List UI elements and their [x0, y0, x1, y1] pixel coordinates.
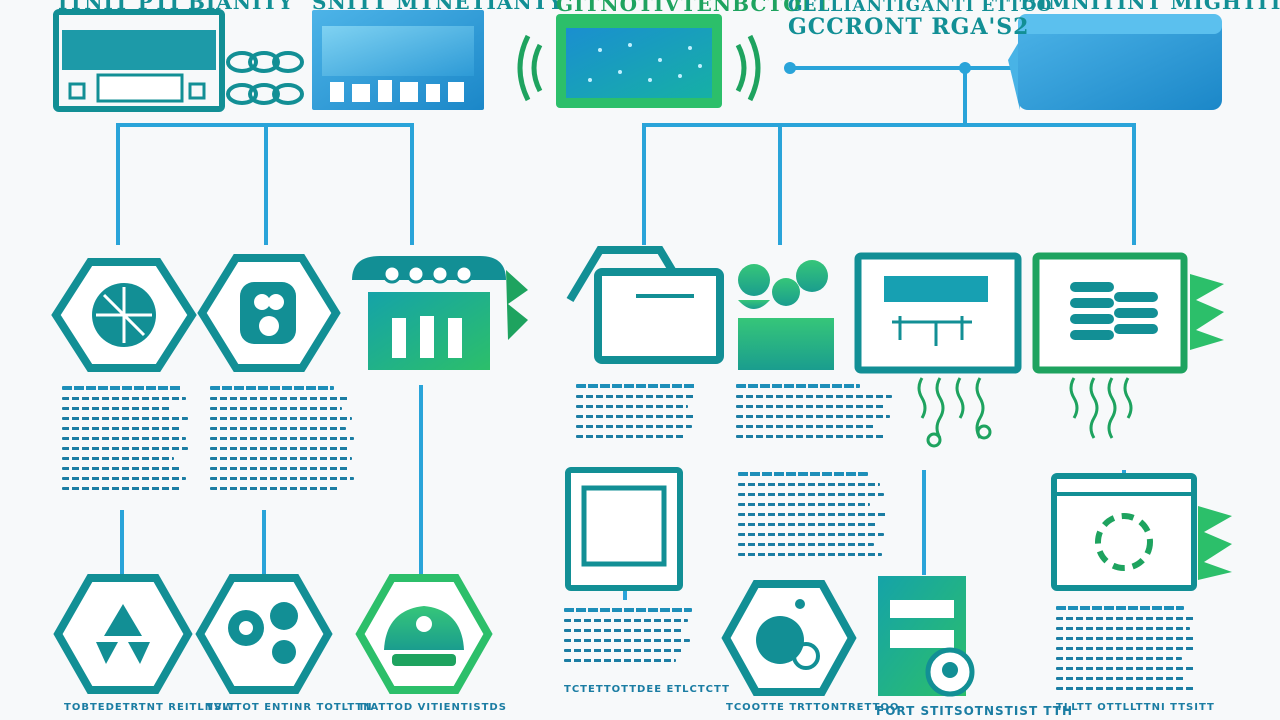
caption-label: TCTETTOTTDEE ETLCTCTT: [564, 684, 730, 695]
hexagon-car-icon: [355, 574, 493, 694]
circuit-monitor-icon: [854, 252, 1022, 448]
link-chain-icon: [226, 51, 304, 105]
section-title: SNITT MTNETIANTY: [312, 0, 564, 14]
server-rack-icon: [878, 576, 975, 697]
text-block: [564, 608, 694, 669]
browser-window-icon: [312, 10, 484, 110]
caption-label: TLLTT OTTLLTTNI TTSITT: [1056, 702, 1215, 713]
machine-block-icon: [352, 256, 528, 370]
hexagon-triangle-icon: [53, 574, 193, 694]
connector-node: [959, 62, 971, 74]
recycle-window-icon: [1051, 473, 1232, 591]
text-block: [210, 386, 356, 497]
connector-lines: [116, 66, 1136, 600]
monitor-icon: [565, 467, 683, 591]
window-panel-icon: [53, 9, 225, 112]
caption-label: TVWTOT ENTINR TOTLTTN: [206, 702, 373, 713]
text-block: [738, 472, 888, 563]
section-title: BIMNITINT MIGHTITT: [1020, 0, 1280, 14]
caption-label: TCOOTTE TRTTONTRETTOO: [726, 702, 900, 713]
caption-label: TOBTEDETRTNT REITLNSLT: [64, 702, 236, 713]
section-title: ITNIT PTI BIANITY: [58, 0, 294, 14]
section-title: GELLIANTIGANTI ETTCO: [788, 0, 1053, 16]
caption-label: FORT STITSOTNSTIST TTH: [876, 704, 1074, 718]
users-group-icon: [738, 260, 834, 370]
server-cylinder-icon: [1008, 14, 1222, 110]
section-title: GCCRONT RGA'S2: [788, 14, 1030, 40]
caption-label: TIATTOD VITIENTISTDS: [358, 702, 507, 713]
text-block: [736, 384, 896, 445]
section-title: GITNOTIVTENBCTOLT: [556, 0, 831, 16]
hexagon-character-icon: [197, 254, 341, 372]
folder-window-icon: [566, 246, 724, 364]
text-block: [1056, 606, 1198, 697]
hexagon-cogs-icon: [195, 574, 333, 694]
text-block: [576, 384, 700, 445]
hexagon-globe-icon: [721, 580, 857, 696]
wireless-screen-icon: [517, 14, 761, 108]
text-block: [62, 386, 190, 497]
connector-node: [784, 62, 796, 74]
hexagon-compass-icon: [51, 258, 197, 372]
database-window-icon: [1032, 252, 1224, 439]
